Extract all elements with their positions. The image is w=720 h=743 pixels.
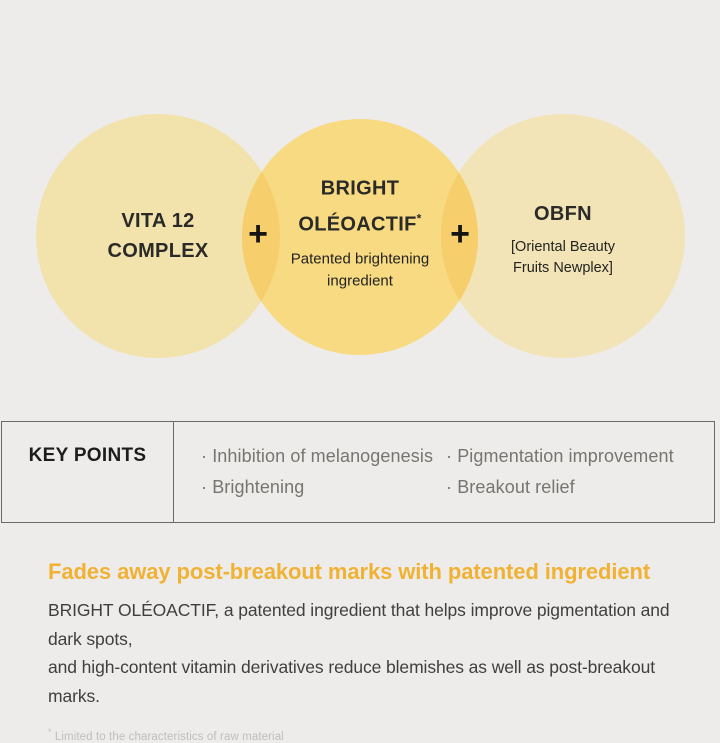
obfn-title: OBFN: [534, 203, 592, 225]
circle-obfn: [441, 114, 685, 358]
bright-oleoactif-subtitle: Patented brightening ingredient: [290, 250, 430, 290]
key-points-table: KEY POINTS · Inhibition of melanogenesis…: [1, 421, 715, 523]
footnote: * Limited to the characteristics of raw …: [48, 727, 680, 743]
patent-asterisk: *: [416, 211, 422, 226]
key-point-item: · Inhibition of melanogenesis: [201, 446, 434, 466]
highlight-headline: Fades away post-breakout marks with pate…: [48, 559, 651, 584]
footnote-asterisk: *: [48, 727, 52, 737]
key-points-label-cell: KEY POINTS: [2, 422, 174, 522]
plus-icon: +: [248, 214, 268, 253]
key-point-item: · Brightening: [201, 477, 305, 497]
obfn-subtitle: [Oriental Beauty Fruits Newplex]: [511, 239, 615, 276]
plus-icon: +: [450, 214, 470, 253]
key-point-item: · Pigmentation improvement: [446, 446, 674, 466]
footnote-text: Limited to the characteristics of raw ma…: [54, 730, 284, 743]
obfn-label: OBFN [Oriental Beauty Fruits Newplex]: [511, 199, 615, 279]
vita12-complex-label: VITA 12 COMPLEX: [108, 206, 209, 266]
highlight-body: BRIGHT OLÉOACTIF, a patented ingredient …: [48, 600, 670, 706]
circle-bright-oleoactif: [242, 119, 478, 355]
key-points-list-cell: · Inhibition of melanogenesis · Brighten…: [174, 422, 714, 522]
key-points-column-1: · Inhibition of melanogenesis · Brighten…: [201, 441, 446, 522]
vita12-complex-title: VITA 12 COMPLEX: [107, 210, 209, 262]
key-points-heading: KEY POINTS: [28, 445, 147, 466]
venn-circles-graphic: [36, 114, 685, 358]
highlight-section: Fades away post-breakout marks with pate…: [0, 523, 720, 743]
ingredient-venn-diagram: VITA 12 COMPLEX BRIGHT OLÉOACTIF* Patent…: [36, 114, 685, 358]
bright-oleoactif-label: BRIGHT OLÉOACTIF* Patented brightening i…: [291, 174, 429, 293]
key-points-column-2: · Pigmentation improvement · Breakout re…: [446, 441, 691, 522]
key-point-item: · Breakout relief: [446, 477, 575, 497]
bright-oleoactif-title-text: BRIGHT OLÉOACTIF: [298, 177, 417, 236]
bright-oleoactif-title: BRIGHT OLÉOACTIF*: [291, 174, 429, 240]
circle-vita12-complex: [36, 114, 280, 358]
